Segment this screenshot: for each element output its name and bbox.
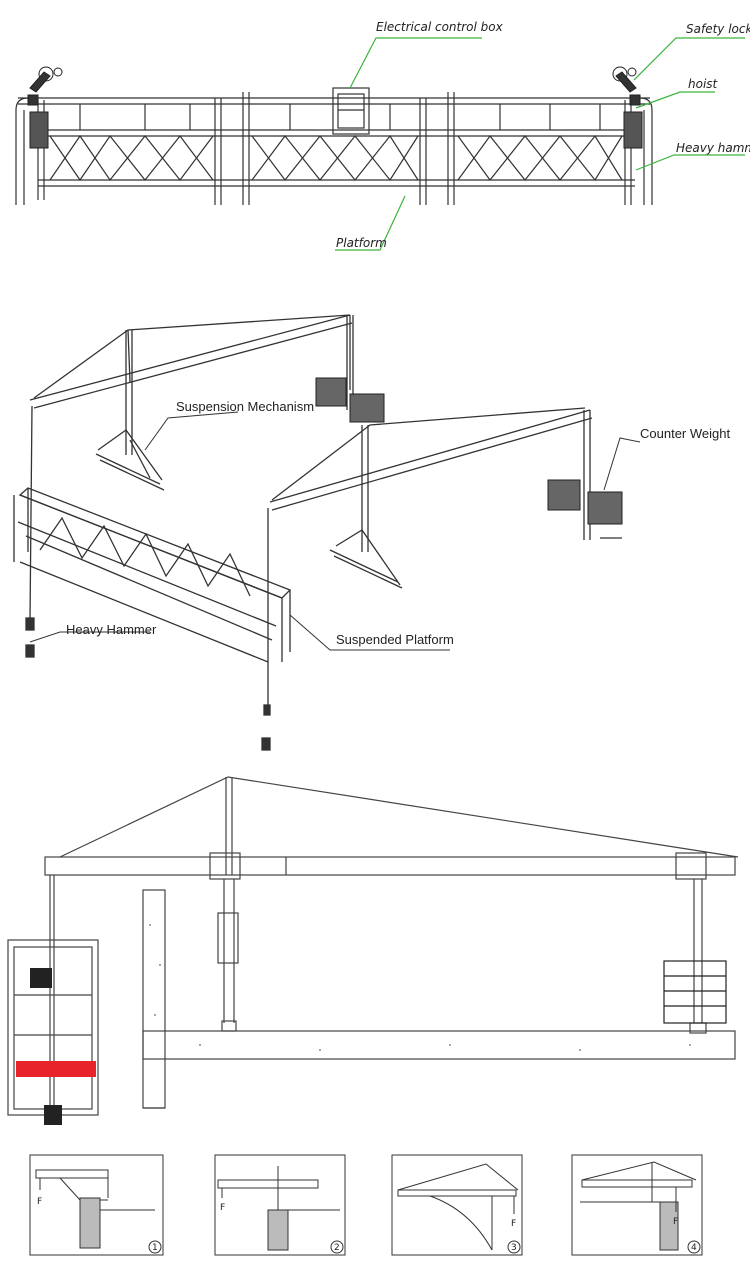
label-platform: Platform bbox=[336, 236, 387, 250]
leader-lines bbox=[335, 37, 745, 251]
force-label-1: F bbox=[37, 1197, 42, 1207]
platform-elevation-svg: Electrical control box Safety lock hoist… bbox=[15, 20, 750, 251]
force-label-3: F bbox=[511, 1219, 516, 1229]
label-counter-weight: Counter Weight bbox=[640, 426, 730, 441]
config-svg: F 1 F 2 F 3 bbox=[29, 1154, 703, 1256]
platform-elevation-diagram: Electrical control box Safety lock hoist… bbox=[0, 0, 750, 260]
platform-highlight bbox=[16, 1061, 96, 1077]
figure-number-2: 2 bbox=[334, 1243, 340, 1253]
label-control-box: Electrical control box bbox=[376, 20, 504, 34]
mounting-configurations: F 1 F 2 F 3 bbox=[0, 1150, 750, 1260]
label-suspended-platform: Suspended Platform bbox=[336, 632, 454, 647]
config-figure-3: F 3 bbox=[391, 1154, 523, 1256]
counter-weights bbox=[315, 377, 623, 525]
figure-number-1: 1 bbox=[152, 1243, 158, 1253]
label-hoist: hoist bbox=[688, 77, 719, 91]
side-section-svg bbox=[7, 776, 739, 1125]
label-suspension-mechanism: Suspension Mechanism bbox=[176, 399, 314, 414]
isometric-svg: Suspension Mechanism Counter Weight Heav… bbox=[13, 314, 730, 751]
config-figure-1: F 1 bbox=[29, 1154, 164, 1256]
figure-number-4: 4 bbox=[691, 1243, 697, 1253]
side-section-diagram bbox=[0, 765, 750, 1135]
label-safety-lock: Safety lock bbox=[686, 22, 750, 36]
label-heavy-hammer: Heavy hammer bbox=[676, 141, 750, 155]
heavy-hammer-block bbox=[44, 1105, 62, 1125]
isometric-suspension-diagram: Suspension Mechanism Counter Weight Heav… bbox=[0, 290, 750, 760]
figure-number-3: 3 bbox=[511, 1243, 517, 1253]
force-label-2: F bbox=[220, 1203, 225, 1213]
config-figure-4: F 4 bbox=[571, 1154, 703, 1256]
config-figure-2: F 2 bbox=[214, 1154, 346, 1256]
label-heavy-hammer-iso: Heavy Hammer bbox=[66, 622, 157, 637]
force-label-4: F bbox=[673, 1217, 678, 1227]
hoist-block bbox=[30, 968, 52, 988]
